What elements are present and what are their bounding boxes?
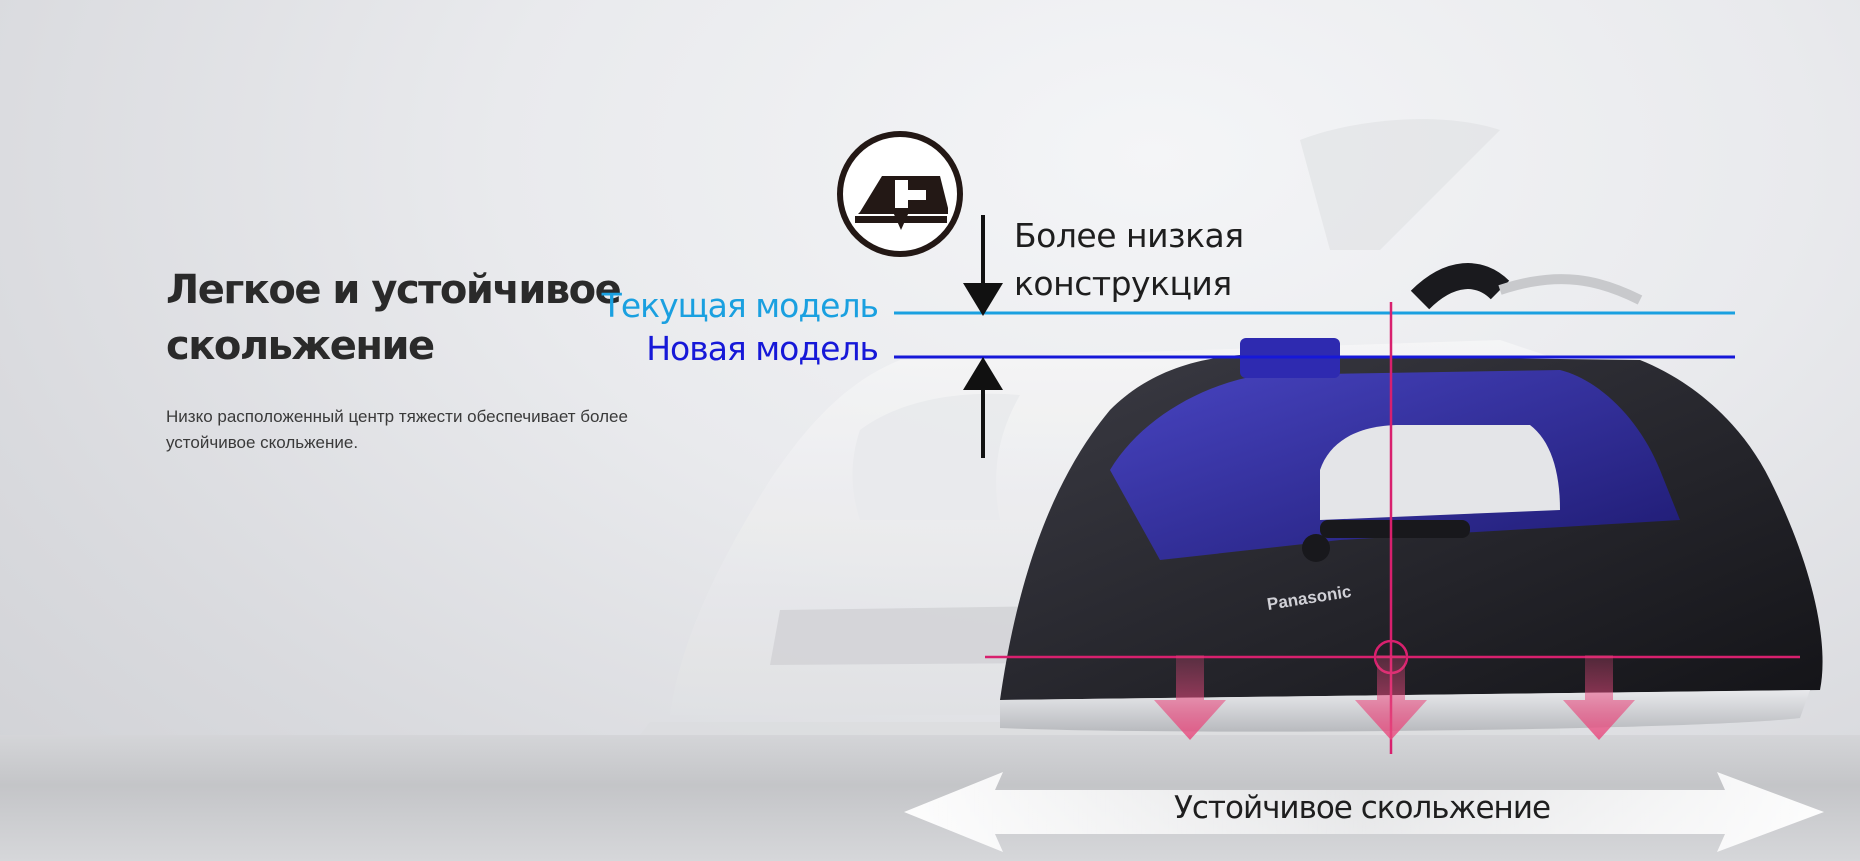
downward-force-arrows xyxy=(1154,655,1635,740)
feature-title: Легкое и устойчивое скольжение xyxy=(166,267,622,369)
stable-glide-label: Устойчивое скольжение xyxy=(1174,790,1551,826)
new-model-iron: Panasonic xyxy=(1000,263,1823,732)
iron-soleplate-icon xyxy=(837,131,963,257)
feature-description: Низко расположенный центр тяжести обеспе… xyxy=(166,407,628,452)
current-model-label: Текущая модель xyxy=(601,286,879,325)
stable-glide-arrow xyxy=(904,772,1824,852)
feature-text-block: Легкое и устойчивое скольжение Низко рас… xyxy=(166,262,646,456)
height-difference-arrows xyxy=(963,215,1003,458)
new-model-label: Новая модель xyxy=(646,329,879,368)
temperature-dial xyxy=(1320,520,1470,538)
steam-knob xyxy=(1302,534,1330,562)
